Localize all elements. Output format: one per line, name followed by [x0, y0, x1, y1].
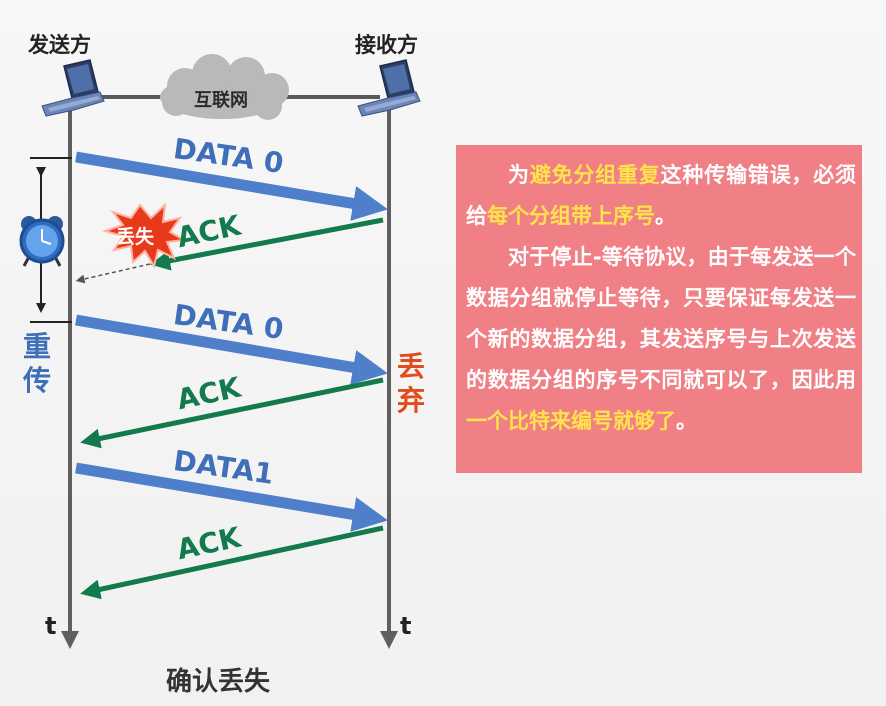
sender-label: 发送方: [28, 33, 91, 57]
data0-arrow: [75, 151, 388, 221]
explanation-highlight: 一个比特来编号就够了: [466, 409, 676, 433]
explanation-panel: 为避免分组重复这种传输错误，必须给每个分组带上序号。 对于停止-等待协议，由于每…: [456, 145, 862, 473]
receiver-label: 接收方: [355, 33, 418, 57]
sender-time-label: t: [45, 612, 57, 640]
discard-label: 丢弃: [396, 350, 425, 417]
explanation-text: 对于停止-等待协议，由于每发送一个数据分组就停止等待，只要保证每发送一个新的数据…: [466, 245, 856, 392]
explanation-highlight: 每个分组带上序号: [487, 204, 655, 228]
explanation-text: 。: [676, 409, 697, 433]
explanation-text: 这种传输错误，必须给: [466, 163, 857, 228]
alarm-clock-icon: [19, 216, 65, 267]
data1-arrow: [75, 462, 388, 532]
explanation-paragraph-2: 对于停止-等待协议，由于每发送一个数据分组就停止等待，只要保证每发送一个新的数据…: [466, 237, 856, 442]
data0-retransmit-arrow: [75, 314, 388, 385]
network-label: 互联网: [194, 90, 248, 111]
receiver-laptop-icon: [357, 59, 421, 117]
receiver-time-label: t: [400, 612, 412, 640]
explosion-burst-icon: [101, 202, 188, 269]
lost-label: 丢失: [116, 226, 155, 248]
explanation-text: 为: [508, 163, 530, 187]
ack-arrow-3: [80, 525, 384, 600]
explanation-paragraph-1: 为避免分组重复这种传输错误，必须给每个分组带上序号。: [466, 155, 856, 237]
explanation-text: 。: [655, 204, 676, 228]
lost-ack-dashed-arrow: [75, 263, 151, 284]
sender-laptop-icon: [41, 59, 105, 117]
diagram-caption: 确认丢失: [166, 667, 271, 697]
ack-arrow-2: [80, 377, 384, 449]
lost-ack-arrow: [150, 217, 384, 271]
retransmit-label: 重传: [22, 330, 51, 397]
explanation-highlight: 避免分组重复: [529, 163, 661, 187]
cloud-icon: [160, 54, 289, 120]
